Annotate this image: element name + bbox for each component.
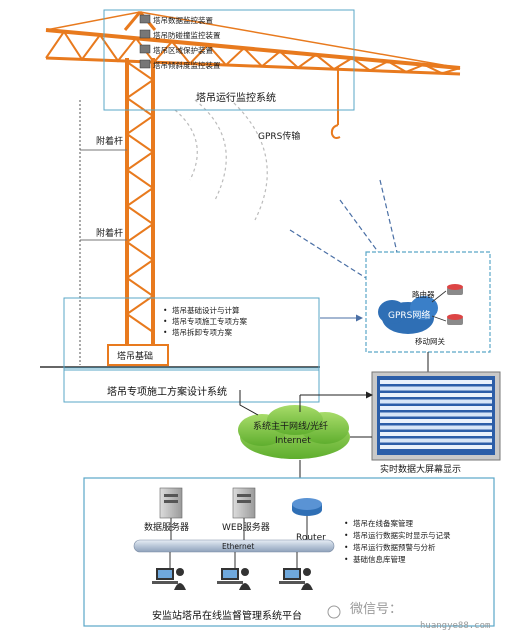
design-item-list: • 塔吊基础设计与计算 • 塔吊专项施工专项方案 • 塔吊拆卸专项方案	[163, 305, 247, 337]
device-icon	[139, 29, 151, 39]
crane-hook	[330, 66, 341, 139]
device-icon	[139, 44, 151, 54]
workstation-icon	[152, 568, 186, 590]
realtime-big-screen	[371, 371, 501, 461]
data-server-icon	[159, 487, 183, 519]
gprs-network-box: GPRS网络 路由器 移动网关	[365, 251, 491, 353]
crane-mast	[125, 58, 155, 345]
gprs-network-label: GPRS网络	[388, 309, 430, 321]
backbone-label: 系统主干网线/光纤	[253, 420, 328, 432]
screen-row	[380, 399, 492, 404]
design-system-label: 塔吊专项施工方案设计系统	[107, 385, 227, 398]
workstation-icon	[217, 568, 251, 590]
screen-row	[380, 380, 492, 384]
platform-function-item: 基础信息库管理	[353, 554, 406, 564]
platform-function-bullet: •	[344, 531, 348, 540]
workstation-icon	[279, 568, 313, 590]
platform-function-item: 塔吊运行数据预警与分析	[353, 542, 436, 552]
screen-row	[380, 445, 492, 449]
internet-label: Internet	[275, 436, 311, 446]
tie-rod-label-1: 附着杆	[96, 135, 123, 147]
device-icon	[139, 59, 151, 69]
device-label: 塔吊倾斜度监控装置	[153, 60, 221, 70]
gateway-icon	[447, 314, 463, 325]
design-outer-frame	[63, 367, 320, 403]
watermark-line-1: 微信号：	[350, 602, 402, 617]
watermark: 微信号： huangye88.com	[327, 602, 490, 631]
router-label: 路由器	[412, 289, 435, 299]
platform-function-item: 塔吊在线备案管理	[353, 518, 413, 528]
platform-box: 数据服务器 WEB服务器 Router Ethernet •	[83, 477, 495, 627]
screen-row	[380, 425, 492, 430]
design-system-box: • 塔吊基础设计与计算 • 塔吊专项施工专项方案 • 塔吊拆卸专项方案 塔吊专项施工方案设…	[63, 297, 320, 398]
platform-function-item: 塔吊运行数据实时显示与记录	[353, 530, 451, 540]
design-item: 塔吊基础设计与计算	[172, 305, 240, 315]
tower-crane: 附着杆 附着杆 塔吊基础	[40, 11, 461, 368]
design-item-bullet: •	[163, 317, 167, 326]
design-item: 塔吊拆卸专项方案	[172, 327, 232, 337]
device-icon	[139, 14, 151, 24]
screen-row	[380, 432, 492, 436]
crane-jib	[45, 28, 461, 76]
screen-label: 实时数据大屏幕显示	[380, 463, 461, 475]
platform-function-bullet: •	[344, 543, 348, 552]
crane-foundation	[107, 344, 169, 366]
design-item-bullet: •	[163, 328, 167, 337]
data-server-label: 数据服务器	[144, 521, 189, 533]
screen-row	[380, 393, 492, 397]
tie-rod-label-2: 附着杆	[96, 227, 123, 239]
router-icon	[447, 284, 463, 295]
monitor-system-label: 塔吊运行监控系统	[196, 91, 276, 104]
device-label: 塔吊数据监控装置	[153, 15, 213, 25]
design-item-bullet: •	[163, 306, 167, 315]
tie-rods	[80, 149, 127, 241]
platform-router-label: Router	[296, 533, 326, 543]
screen-row	[380, 406, 492, 410]
workstations	[152, 568, 313, 590]
gprs-transmission-label: GPRS传输	[258, 130, 300, 142]
screen-row	[380, 419, 492, 423]
screen-row	[380, 386, 492, 391]
web-server-icon	[232, 487, 256, 519]
design-item: 塔吊专项施工专项方案	[172, 316, 247, 326]
platform-function-bullet: •	[344, 555, 348, 564]
bus-connectors	[169, 516, 308, 568]
device-label: 塔吊区域保护装置	[153, 45, 213, 55]
device-label: 塔吊防碰撞监控装置	[153, 30, 221, 40]
signal-arrows	[289, 179, 403, 291]
screen-row	[380, 412, 492, 417]
internet-connectors	[239, 390, 373, 478]
platform-title: 安监站塔吊在线监督管理系统平台	[152, 609, 302, 622]
internet-cloud: 系统主干网线/光纤 Internet	[238, 405, 350, 459]
gprs-cloud	[378, 296, 438, 334]
gateway-label: 移动网关	[415, 336, 445, 346]
platform-router-icon	[292, 498, 322, 516]
platform-function-list: • 塔吊在线备案管理 • 塔吊运行数据实时显示与记录 • 塔吊运行数据预警与分析 • 基础信息…	[344, 518, 451, 564]
screen-row	[380, 438, 492, 443]
ethernet-label: Ethernet	[222, 542, 254, 551]
platform-function-bullet: •	[344, 519, 348, 528]
watermark-line-2: huangye88.com	[420, 621, 490, 631]
ethernet-bus	[133, 539, 335, 553]
foundation-label: 塔吊基础	[117, 350, 153, 362]
web-server-label: WEB服务器	[222, 521, 270, 533]
screen-data-rows	[380, 380, 492, 449]
radio-waves	[174, 94, 268, 221]
